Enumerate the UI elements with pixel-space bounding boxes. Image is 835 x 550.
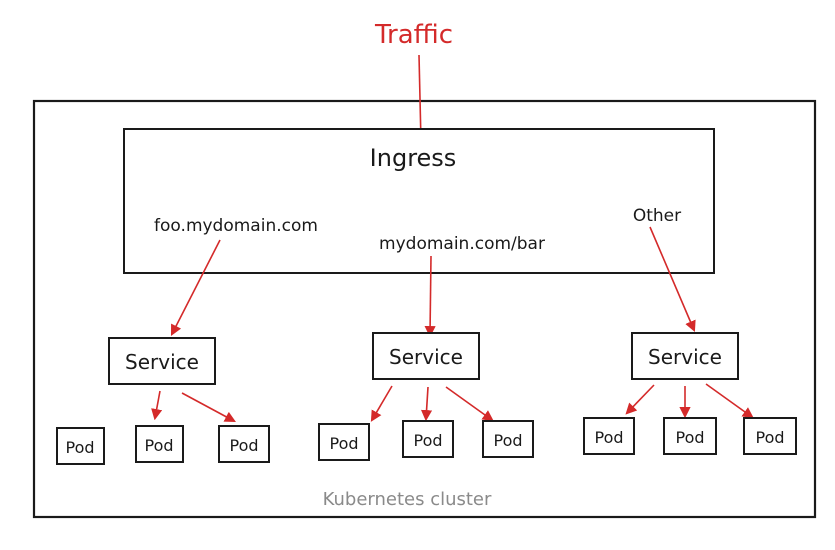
pod-1-2: Pod [135,425,184,463]
ingress-title: Ingress [370,144,457,172]
kubernetes-cluster-box [32,99,817,519]
route-arrow-bar [424,255,436,338]
pod-1-1: Pod [56,427,105,465]
pod-arrow-1b [181,392,236,423]
pod-arrow-3c [705,383,754,419]
pod-3-1: Pod [583,417,635,455]
pod-2-2: Pod [402,420,454,458]
service-3: Service [631,332,739,380]
pod-1-3-label: Pod [229,436,258,455]
route-label-foo: foo.mydomain.com [154,216,318,236]
pod-arrow-1a [151,390,163,421]
service-2: Service [372,332,480,380]
traffic-label: Traffic [374,20,453,50]
pod-1-3: Pod [218,425,270,463]
pod-3-3: Pod [743,417,797,455]
pod-arrow-2a [370,385,393,422]
pod-3-1-label: Pod [594,428,623,447]
traffic-arrow [415,54,427,145]
pod-2-3: Pod [482,420,534,458]
pod-1-1-label: Pod [65,438,94,457]
pod-arrow-2c [445,386,494,422]
service-2-label: Service [389,345,463,369]
route-label-other: Other [633,206,681,226]
service-1-label: Service [125,350,199,374]
pod-arrow-3a [625,384,655,415]
pod-3-2-label: Pod [675,428,704,447]
cluster-label: Kubernetes cluster [323,489,492,510]
pod-2-2-label: Pod [413,431,442,450]
ingress-box [123,128,715,274]
pod-3-3-label: Pod [755,428,784,447]
route-label-bar: mydomain.com/bar [379,234,545,254]
pod-2-1: Pod [318,423,370,461]
pod-1-2-label: Pod [144,436,173,455]
route-arrow-other [649,226,696,333]
pod-2-3-label: Pod [493,431,522,450]
service-3-label: Service [648,345,722,369]
service-1: Service [108,337,216,385]
pod-arrow-2b [420,386,433,422]
route-arrow-foo [170,239,221,336]
pod-2-1-label: Pod [329,434,358,453]
pod-3-2: Pod [663,417,717,455]
